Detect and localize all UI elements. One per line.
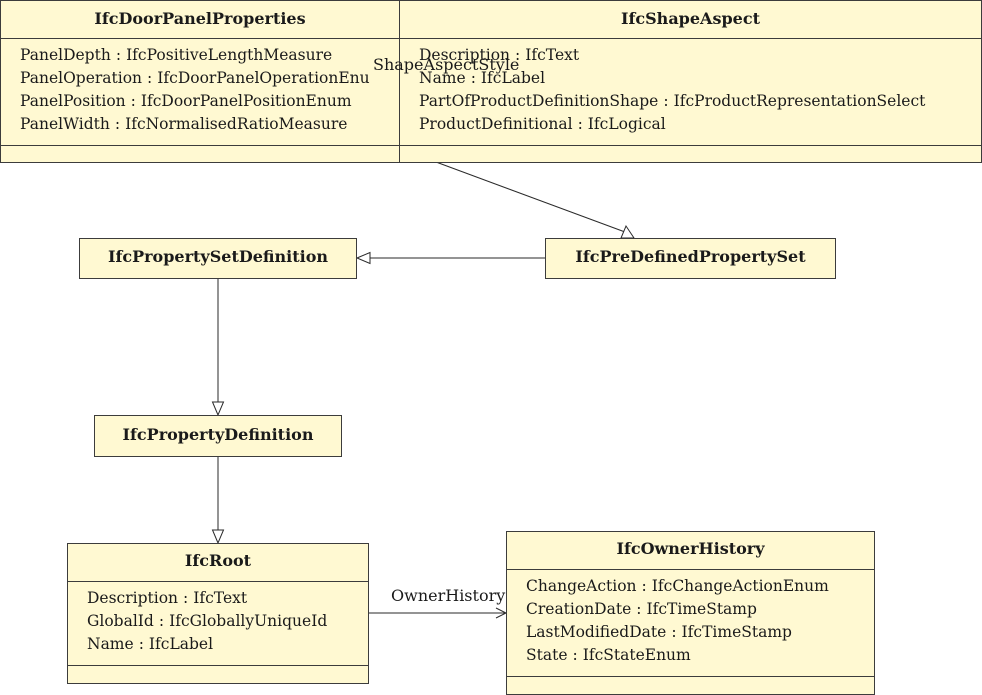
attribute-name: PanelWidth [20,115,110,133]
attribute-row: PanelWidth:IfcNormalisedRatioMeasure [20,115,348,133]
attribute-name: Description [419,46,511,64]
generalization-door-panel-to-predefined [435,161,635,239]
operations-compartment [1,145,399,162]
class-ifc-owner-history[interactable]: IfcOwnerHistory ChangeAction:IfcChangeAc… [506,531,875,695]
attribute-row: ProductDefinitional:IfcLogical [419,115,666,133]
attribute-type: IfcLogical [587,115,666,133]
attribute-row: PanelDepth:IfcPositiveLengthMeasure [20,46,333,64]
attribute-type: IfcTimeStamp [646,600,757,618]
operations-compartment [68,665,368,683]
operations-compartment [507,676,874,694]
attribute-type: IfcProductRepresentationSelect [673,92,926,110]
attribute-name: PartOfProductDefinitionShape [419,92,659,110]
attribute-name: State [526,646,568,664]
attribute-type: IfcLabel [480,69,546,87]
attribute-row: GlobalId:IfcGloballyUniqueId [87,612,328,630]
class-name: IfcOwnerHistory [616,539,765,558]
attribute-row: PanelPosition:IfcDoorPanelPositionEnum [20,92,352,110]
attribute-row: LastModifiedDate:IfcTimeStamp [526,623,792,641]
attribute-name: CreationDate [526,600,632,618]
attribute-row: Name:IfcLabel [419,69,546,87]
class-ifc-shape-aspect[interactable]: IfcShapeAspect Description:IfcText Name:… [399,0,982,163]
attribute-row: PartOfProductDefinitionShape:IfcProductR… [419,92,926,110]
attributes-compartment: Description:IfcText Name:IfcLabel PartOf… [400,38,981,145]
class-name: IfcPreDefinedPropertySet [575,247,806,266]
attribute-row: Name:IfcLabel [87,635,214,653]
class-ifc-property-definition[interactable]: IfcPropertyDefinition [94,415,342,457]
operations-compartment [400,145,981,162]
attribute-row: CreationDate:IfcTimeStamp [526,600,757,618]
attribute-row: ChangeAction:IfcChangeActionEnum [526,577,829,595]
attribute-row: Description:IfcText [419,46,580,64]
attribute-type: IfcStateEnum [582,646,691,664]
attribute-row: PanelOperation:IfcDoorPanelOperationEnu [20,69,370,87]
attribute-name: PanelDepth [20,46,111,64]
attribute-type: IfcDoorPanelPositionEnum [140,92,352,110]
attribute-name: GlobalId [87,612,154,630]
attribute-row: Description:IfcText [87,589,248,607]
class-ifc-property-set-definition[interactable]: IfcPropertySetDefinition [79,238,357,279]
edge-label-owner-history: OwnerHistory [391,586,506,605]
attribute-type: IfcNormalisedRatioMeasure [125,115,348,133]
attributes-compartment: Description:IfcText GlobalId:IfcGlobally… [68,581,368,665]
attribute-name: Name [87,635,134,653]
attribute-type: IfcText [193,589,248,607]
attribute-type: IfcText [525,46,580,64]
attribute-type: IfcPositiveLengthMeasure [126,46,333,64]
association-root-to-owner-history [369,607,508,619]
class-name: IfcRoot [184,551,252,570]
attribute-type: IfcDoorPanelOperationEnu [157,69,370,87]
attribute-name: LastModifiedDate [526,623,667,641]
class-name: IfcPropertyDefinition [122,425,314,444]
attributes-compartment: PanelDepth:IfcPositiveLengthMeasure Pane… [1,38,399,145]
attribute-name: ProductDefinitional [419,115,573,133]
class-ifc-predefined-property-set[interactable]: IfcPreDefinedPropertySet [545,238,836,279]
attribute-type: IfcChangeActionEnum [651,577,829,595]
generalization-property-definition-to-root [211,456,225,545]
attribute-name: PanelOperation [20,69,143,87]
attribute-type: IfcTimeStamp [681,623,792,641]
attributes-compartment: ChangeAction:IfcChangeActionEnum Creatio… [507,569,874,676]
class-ifc-door-panel-properties[interactable]: IfcDoorPanelProperties PanelDepth:IfcPos… [0,0,400,163]
class-name: IfcShapeAspect [621,9,760,28]
class-name: IfcPropertySetDefinition [107,247,329,266]
edge-label-shape-aspect-style: ShapeAspectStyle [373,55,520,74]
class-name: IfcDoorPanelProperties [94,9,306,28]
generalization-predefined-to-property-set [355,251,545,265]
attribute-name: PanelPosition [20,92,126,110]
attribute-row: State:IfcStateEnum [526,646,691,664]
attribute-type: IfcLabel [148,635,214,653]
attribute-name: ChangeAction [526,577,637,595]
generalization-property-set-to-property-definition [211,279,225,417]
attribute-name: Description [87,589,179,607]
attribute-type: IfcGloballyUniqueId [169,612,328,630]
class-ifc-root[interactable]: IfcRoot Description:IfcText GlobalId:Ifc… [67,543,369,684]
attribute-name: Name [419,69,466,87]
